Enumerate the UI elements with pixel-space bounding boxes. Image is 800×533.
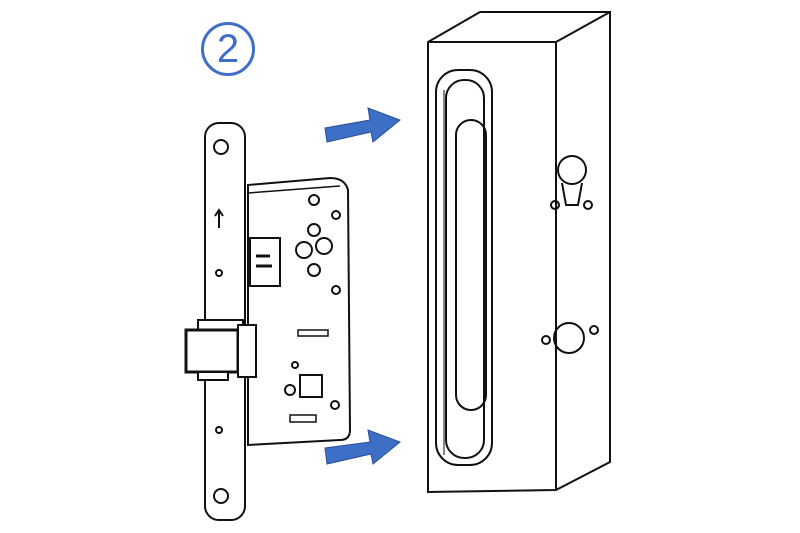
arrow-top-icon	[324, 107, 401, 143]
mortise-lock	[184, 122, 352, 521]
step-number-badge: 2	[201, 22, 255, 76]
arrow-bottom-icon	[324, 429, 401, 465]
door-cutout-block	[427, 11, 611, 494]
lock-label	[249, 237, 281, 287]
